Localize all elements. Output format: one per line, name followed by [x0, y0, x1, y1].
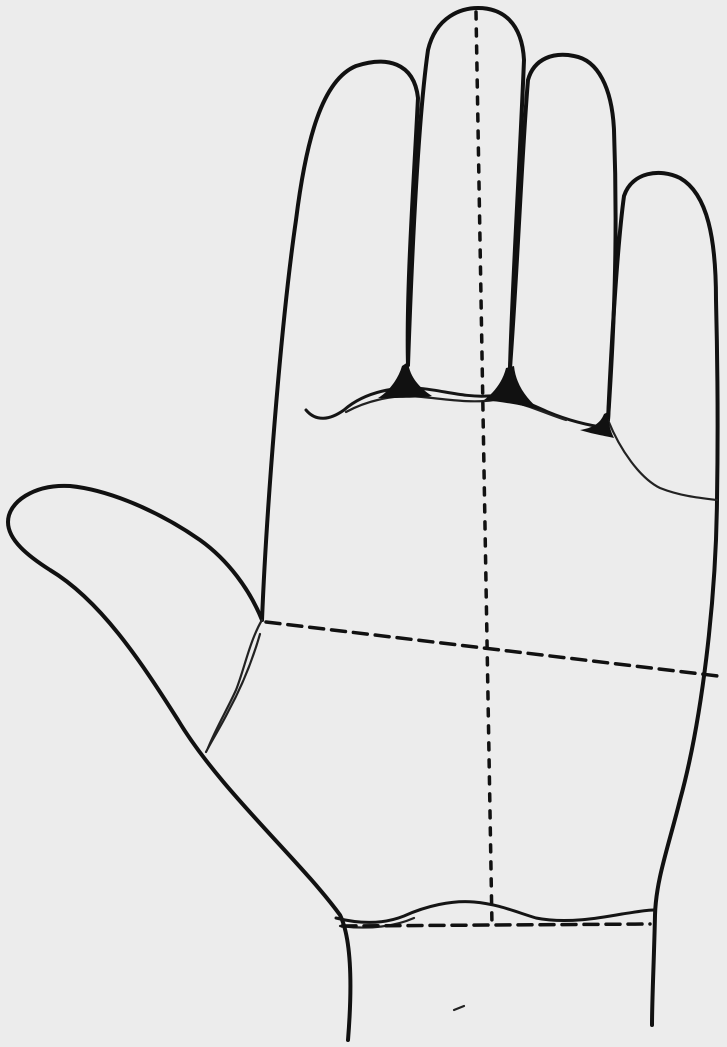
junction-index-middle [378, 362, 432, 398]
thumb-base-crease [208, 620, 262, 748]
ring-finger-outline [510, 55, 616, 420]
index-finger-outline [262, 62, 418, 620]
stray-mark [454, 1006, 464, 1010]
wrist-crease [336, 902, 654, 923]
thumb-outline [8, 486, 350, 1040]
vertical-center-line [476, 12, 492, 926]
wrist-baseline [342, 924, 650, 926]
finger-base-crease [306, 388, 608, 428]
little-finger-outline [608, 173, 718, 1025]
junction-middle-ring [484, 366, 540, 410]
little-finger-base-crease [608, 420, 717, 500]
middle-finger-outline [408, 8, 524, 368]
horizontal-palm-line [266, 622, 718, 676]
